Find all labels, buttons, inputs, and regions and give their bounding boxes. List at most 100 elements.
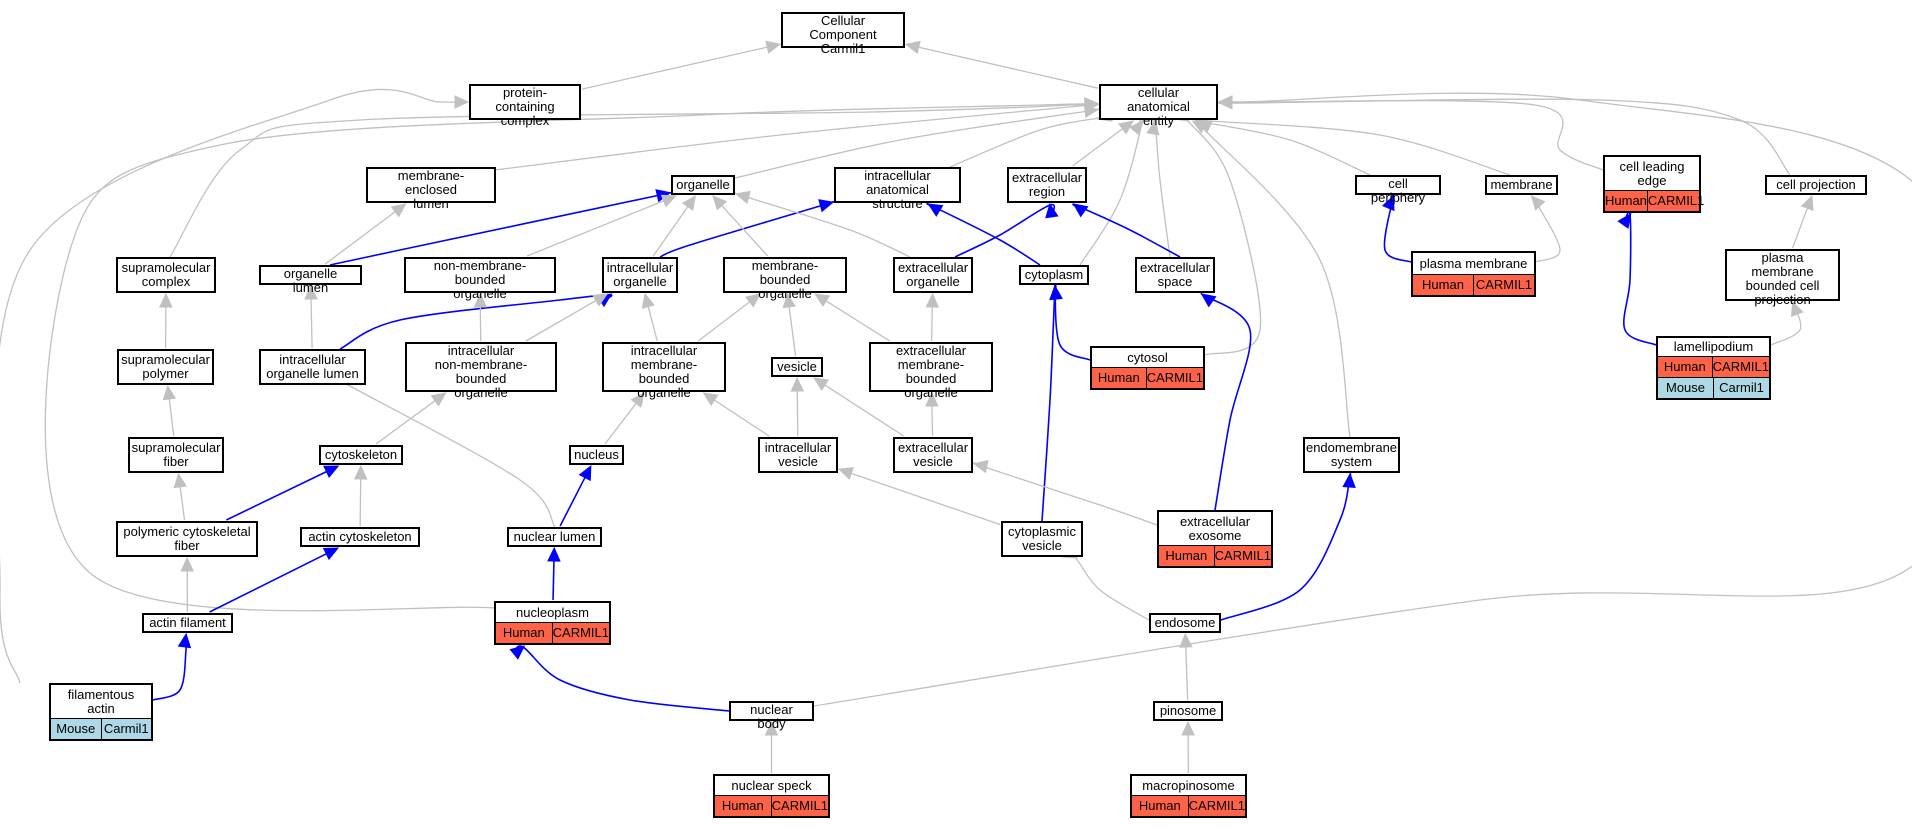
edge-cp-to-cae	[1194, 120, 1371, 176]
edge-line	[1200, 293, 1252, 511]
edge-acs-to-cytoskel	[353, 464, 368, 527]
node-cytoskel[interactable]: cytoskeleton	[319, 445, 403, 465]
annotation-gene: Carmil1	[100, 719, 152, 739]
node-embo[interactable]: extracellular membrane-bounded organelle	[869, 342, 993, 400]
node-label: extracellular vesicle	[897, 440, 969, 469]
node-cc[interactable]: Cellular Component Carmil1	[781, 12, 905, 56]
edge-line	[526, 200, 664, 257]
node-endosome[interactable]: endosome	[1149, 613, 1221, 633]
node-label: organelle	[676, 177, 730, 192]
edge-line	[1194, 120, 1371, 176]
node-cv[interactable]: cytoplasmic vesicle	[1001, 521, 1083, 557]
node-nucleus[interactable]: nucleus	[569, 445, 624, 465]
edge-arrowhead	[180, 556, 194, 572]
node-label: nucleoplasm	[516, 604, 589, 620]
annotation-gene: CARMIL1	[1473, 275, 1534, 295]
edge-nb-to-np	[509, 645, 730, 712]
node-acs[interactable]: actin cytoskeleton	[300, 527, 420, 547]
edge-ns-to-nb	[764, 720, 779, 773]
node-cproj[interactable]: cell projection	[1765, 175, 1867, 195]
edge-line	[525, 299, 597, 342]
node-ol[interactable]: organelle lumen	[259, 265, 362, 295]
node-cae[interactable]: cellular anatomical entity	[1099, 84, 1218, 128]
node-af[interactable]: actin filament	[142, 613, 233, 633]
edge-arrowhead	[353, 464, 368, 480]
edge-endosome-to-ems	[1220, 472, 1356, 621]
edge-arrowhead	[547, 546, 561, 562]
node-label: endosome	[1154, 615, 1216, 630]
edge-arrowhead	[682, 195, 696, 211]
node-label: non-membrane-bounded organelle	[433, 258, 527, 301]
node-er[interactable]: extracellular region	[1007, 167, 1087, 203]
node-cp[interactable]: cell periphery	[1355, 175, 1441, 205]
edge-pm-to-cp	[1381, 194, 1412, 263]
edge-pcf-to-cytoskel	[226, 465, 340, 521]
node-smf[interactable]: supramolecular fiber	[128, 437, 224, 473]
node-es[interactable]: extracellular space	[1135, 257, 1215, 293]
node-pmbcp[interactable]: plasma membrane bounded cell projection	[1725, 249, 1840, 307]
node-pinosome[interactable]: pinosome	[1153, 701, 1223, 721]
node-ems[interactable]: endomembrane system	[1303, 437, 1400, 473]
edge-arrowhead	[641, 292, 655, 309]
node-ias[interactable]: intracellular anatomical structure	[834, 167, 961, 211]
node-membrane[interactable]: membrane	[1485, 175, 1558, 195]
node-mbo[interactable]: membrane-bounded organelle	[723, 257, 847, 301]
edge-cle-to-cae	[1217, 95, 1604, 171]
node-smc[interactable]: supramolecular complex	[116, 257, 216, 293]
node-label: intracellular organelle	[606, 260, 674, 289]
node-iol[interactable]: intracellular organelle lumen	[259, 349, 366, 385]
edge-arrowhead	[1084, 97, 1100, 111]
edge-arrowhead	[578, 464, 592, 482]
annotation-gene: CARMIL1	[1213, 546, 1271, 566]
edge-fa-to-af	[152, 632, 192, 701]
node-smp[interactable]: supramolecular polymer	[117, 349, 214, 385]
node-mel[interactable]: membrane-enclosed lumen	[366, 167, 496, 211]
edge-arrowhead	[972, 459, 989, 474]
node-nl[interactable]: nuclear lumen	[507, 527, 602, 547]
edge-arrowhead	[304, 284, 318, 300]
node-pcf[interactable]: polymeric cytoskeletal fiber	[116, 521, 258, 557]
node-ev[interactable]: extracellular vesicle	[893, 437, 973, 473]
annotation-species: Human	[1663, 359, 1706, 374]
node-vesicle[interactable]: vesicle	[771, 357, 823, 377]
edge-arrowhead	[712, 195, 728, 211]
node-organelle[interactable]: organelle	[671, 175, 735, 195]
edge-arrowhead	[782, 292, 796, 309]
edge-line	[1079, 117, 1144, 266]
edge-arrowhead	[925, 391, 939, 407]
node-iv[interactable]: intracellular vesicle	[758, 437, 838, 473]
node-imbo[interactable]: intracellular membrane-bounded organelle	[602, 342, 726, 400]
edge-line	[926, 202, 1041, 266]
node-cytoplasm[interactable]: cytoplasm	[1019, 265, 1089, 285]
edge-arrowhead	[592, 293, 609, 307]
node-eo[interactable]: extracellular organelle	[893, 257, 973, 293]
node-label: intracellular non-membrane-bounded organ…	[434, 343, 528, 400]
edge-line	[310, 298, 313, 349]
node-label: endomembrane system	[1305, 440, 1398, 469]
edge-nucleus-to-imbo	[604, 392, 645, 445]
edge-vesicle-to-mbo	[782, 292, 797, 357]
node-inmbo[interactable]: intracellular non-membrane-bounded organ…	[405, 342, 557, 400]
edge-line	[813, 92, 1912, 707]
node-pcc[interactable]: protein-containing complex	[469, 84, 581, 128]
node-nb[interactable]: nuclear body	[729, 701, 814, 731]
node-io[interactable]: intracellular organelle	[602, 257, 678, 293]
node-nmbo[interactable]: non-membrane-bounded organelle	[404, 257, 556, 301]
annotation-gene: CARMIL1	[1646, 191, 1704, 211]
edge-ems-to-cae	[1191, 115, 1351, 438]
edge-cytoplasm-to-ias	[926, 202, 1041, 266]
